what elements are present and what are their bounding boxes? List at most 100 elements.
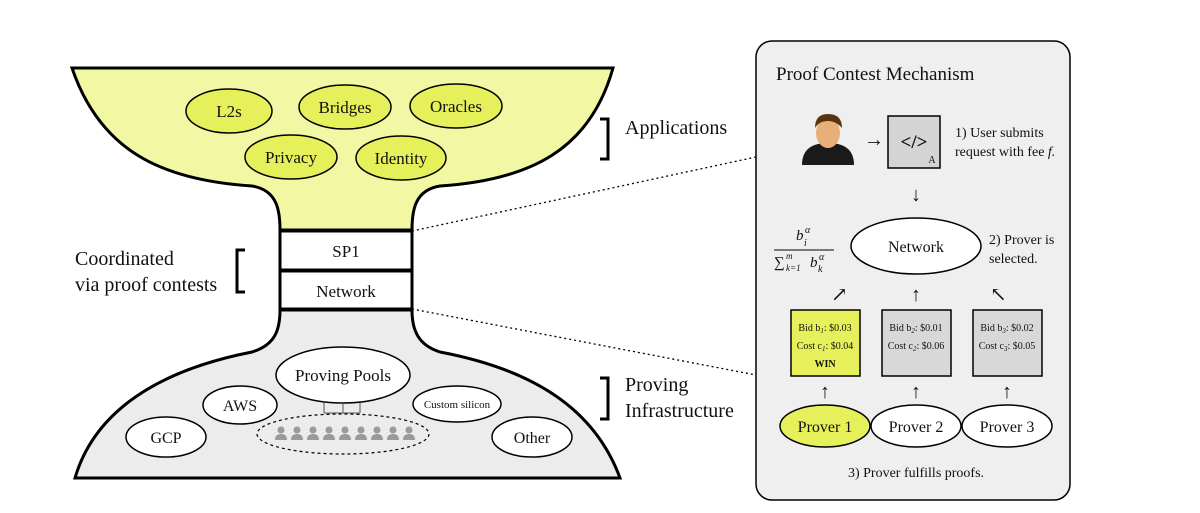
bid-2-bid-sub: 2 <box>911 327 915 335</box>
bid-3-cost-sub: 3 <box>1003 345 1008 353</box>
step1-line2-text: request with fee <box>955 145 1044 160</box>
sp1-layer <box>278 229 414 272</box>
person-icon <box>387 426 399 440</box>
arrow-bid3-to-network: ↖ <box>990 284 1007 306</box>
arrow-prover3-to-bid: ↑ <box>1002 381 1012 403</box>
step1-fee-var: f. <box>1048 145 1055 160</box>
prover-2-label: Prover 2 <box>889 419 944 436</box>
prover-3-label: Prover 3 <box>980 419 1035 436</box>
code-icon <box>887 115 941 169</box>
bid-3-bid-line: Bid b3: $0.02 <box>980 323 1033 335</box>
bid-1-cost-sub: 1 <box>822 345 826 353</box>
bid-1-win-label: WIN <box>814 359 836 370</box>
infra-node-other <box>491 416 573 458</box>
bid-3-cost-value: : $0.05 <box>1008 341 1036 352</box>
formula-den-sum-sup: m <box>786 251 793 261</box>
hourglass: SP1 Network L2s Bridges Oracles Privacy … <box>69 66 757 480</box>
bid-3-bid-sub: 3 <box>1001 327 1006 335</box>
code-sub: A <box>928 155 936 166</box>
formula-num: b <box>796 228 804 244</box>
app-node-bridges <box>298 84 392 130</box>
panel-title: Proof Contest Mechanism <box>776 64 975 85</box>
bid-box-1: Bid b1: $0.03 Cost c1: $0.04 WIN <box>790 309 861 377</box>
user-avatar-icon <box>802 114 854 165</box>
formula-den-b-sub: k <box>818 264 823 275</box>
applications-group: L2s Bridges Oracles Privacy Identity <box>185 83 503 181</box>
applications-label: Applications <box>625 117 727 139</box>
bid-box-3: Bid b3: $0.02 Cost c3: $0.05 <box>972 309 1043 377</box>
prover-3-node <box>961 404 1053 448</box>
bid-1-bid-line: Bid b1: $0.03 <box>798 323 851 335</box>
person-icon <box>275 426 287 440</box>
step1-line1: 1) User submits <box>955 126 1044 141</box>
prover-1-node <box>779 404 871 448</box>
bid-2-cost-line: Cost c2: $0.06 <box>888 341 945 353</box>
selection-formula: b i α ∑ m k=1 b k α <box>774 225 834 275</box>
person-icon <box>371 426 383 440</box>
infra-node-custom-silicon <box>412 385 502 423</box>
person-icon <box>291 426 303 440</box>
prover-2-node <box>870 404 962 448</box>
person-icon <box>323 426 335 440</box>
app-label-oracles: Oracles <box>430 97 482 116</box>
app-node-identity <box>355 135 447 181</box>
code-glyph: </> <box>901 132 928 153</box>
step1-line2: request with fee f. <box>955 145 1055 160</box>
applications-bracket <box>600 117 610 161</box>
bid-2-bid-value: : $0.01 <box>915 323 943 334</box>
coordinated-label-line1: Coordinated <box>75 248 174 270</box>
bid-1-bid-label: Bid b <box>798 323 820 334</box>
bid-2-cost-label: Cost c <box>888 341 914 352</box>
infra-node-gcp <box>125 416 207 458</box>
bid-1-bid-value: : $0.03 <box>824 323 852 334</box>
arrow-to-network: ↓ <box>911 184 921 206</box>
proof-contest-panel: Proof Contest Mechanism → </> A 1) User … <box>755 40 1071 501</box>
bid-2-cost-value: : $0.06 <box>917 341 945 352</box>
bid-box-2: Bid b2: $0.01 Cost c2: $0.06 <box>881 309 952 377</box>
coordinated-label-line2: via proof contests <box>75 274 217 296</box>
arrow-to-code: → <box>864 129 884 151</box>
formula-num-sup: α <box>805 225 811 236</box>
infra-label-proving-pools: Proving Pools <box>295 366 391 385</box>
step2-line2: selected. <box>989 252 1038 267</box>
app-label-identity: Identity <box>375 149 428 168</box>
arrow-bid1-to-network: ↗ <box>831 284 848 306</box>
bid-3-bid-value: : $0.02 <box>1006 323 1034 334</box>
formula-den-sum: ∑ <box>774 255 785 271</box>
pool-connectors <box>323 403 361 414</box>
infra-label-aws: AWS <box>223 398 257 415</box>
infra-node-aws <box>202 385 278 425</box>
zoom-line-bottom <box>411 308 757 376</box>
coordinated-bracket <box>235 248 245 294</box>
infra-label-gcp: GCP <box>150 430 181 447</box>
arrow-prover1-to-bid: ↑ <box>820 381 830 403</box>
app-label-privacy: Privacy <box>265 148 317 167</box>
app-node-l2s <box>185 88 273 134</box>
infra-label-custom-silicon: Custom silicon <box>424 399 491 411</box>
bid-3-bid-label: Bid b <box>980 323 1002 334</box>
zoom-line-top <box>411 156 757 232</box>
app-label-bridges: Bridges <box>319 98 372 117</box>
formula-den-sum-sub: k=1 <box>786 263 801 273</box>
bid-2-cost-sub: 2 <box>913 345 917 353</box>
person-icon-row <box>275 426 415 440</box>
bid-2-bid-label: Bid b <box>889 323 911 334</box>
person-icon <box>355 426 367 440</box>
infra-label-other: Other <box>514 430 551 447</box>
bid-2-bid-line: Bid b2: $0.01 <box>889 323 942 335</box>
app-node-privacy <box>244 134 338 180</box>
proving-label-line1: Proving <box>625 374 688 396</box>
panel-network-node <box>850 217 982 275</box>
network-layer-label: Network <box>316 282 376 301</box>
bid-3-cost-label: Cost c <box>979 341 1005 352</box>
panel-network-label: Network <box>888 239 944 256</box>
infrastructure-group: Proving Pools AWS <box>125 346 573 458</box>
proving-label-line2: Infrastructure <box>625 400 734 422</box>
formula-den-b: b <box>810 255 818 271</box>
bid-1-cost-value: : $0.04 <box>826 341 854 352</box>
app-node-oracles <box>409 83 503 129</box>
network-layer <box>278 269 414 311</box>
person-icon <box>403 426 415 440</box>
arrow-bid2-to-network: ↑ <box>911 284 921 306</box>
